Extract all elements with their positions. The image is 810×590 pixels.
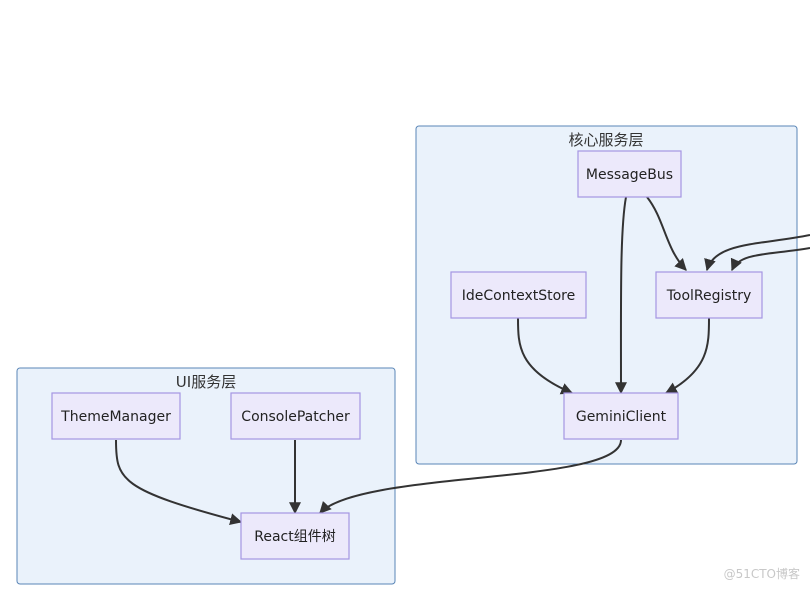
node-ide-context-store-box[interactable] xyxy=(450,271,587,319)
node-theme-manager[interactable]: ThemeManager xyxy=(51,392,181,440)
node-gemini-client[interactable]: GeminiClient xyxy=(563,392,679,440)
node-console-patcher-label: ConsolePatcher xyxy=(241,409,350,425)
node-react-tree-box[interactable] xyxy=(240,512,350,560)
node-console-patcher-box[interactable] xyxy=(230,392,361,440)
node-theme-manager-label: ThemeManager xyxy=(60,409,171,425)
edge-external-toolregistry-1 xyxy=(704,234,810,272)
edge-messagebus-toolregistry xyxy=(646,196,687,271)
node-tool-registry[interactable]: ToolRegistry xyxy=(655,271,763,319)
edges xyxy=(115,196,810,526)
node-gemini-client-label: GeminiClient xyxy=(576,409,667,425)
node-gemini-client-box[interactable] xyxy=(563,392,679,440)
node-react-tree-label: React组件树 xyxy=(254,529,335,545)
group-core-services-box xyxy=(415,125,798,465)
watermark: @51CTO博客 xyxy=(723,567,800,581)
node-console-patcher[interactable]: ConsolePatcher xyxy=(230,392,361,440)
node-message-bus[interactable]: MessageBus xyxy=(577,150,682,198)
node-message-bus-label: MessageBus xyxy=(586,167,673,183)
edge-idecontextstore-geminiclient xyxy=(517,317,574,395)
edge-external-toolregistry-2 xyxy=(730,247,810,272)
group-ui-services-title: UI服务层 xyxy=(176,373,236,391)
node-ide-context-store[interactable]: IdeContextStore xyxy=(450,271,587,319)
edge-toolregistry-geminiclient xyxy=(664,317,710,394)
edge-thememanager-reacttree xyxy=(115,439,243,526)
node-ide-context-store-label: IdeContextStore xyxy=(462,288,575,304)
group-core-services: 核心服务层 xyxy=(415,125,798,465)
node-react-tree[interactable]: React组件树 xyxy=(240,512,350,560)
node-tool-registry-label: ToolRegistry xyxy=(666,288,752,304)
edge-messagebus-geminiclient xyxy=(614,196,627,395)
edge-geminiclient-reacttree xyxy=(319,439,622,514)
group-core-services-title: 核心服务层 xyxy=(568,131,643,149)
node-message-bus-box[interactable] xyxy=(577,150,682,198)
node-theme-manager-box[interactable] xyxy=(51,392,181,440)
node-tool-registry-box[interactable] xyxy=(655,271,763,319)
